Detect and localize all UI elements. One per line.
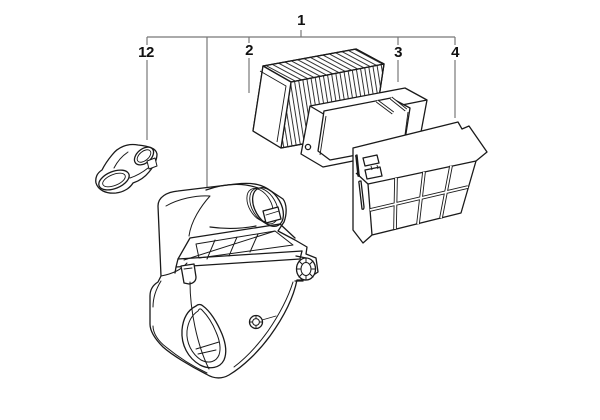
grid-cover-latch — [362, 154, 383, 180]
callout-label-1[interactable]: 1 — [295, 12, 307, 29]
boot-silhouette — [95, 143, 158, 194]
lower-body-details — [152, 280, 294, 374]
teardrop-opening-inner — [186, 308, 221, 363]
boot-clamp-tab — [146, 157, 158, 170]
grid-cover-latch-stem — [370, 164, 379, 171]
grid-cover-slot-upper — [355, 154, 360, 177]
intake-duct — [205, 183, 285, 229]
callout-label-3[interactable]: 3 — [392, 44, 404, 61]
frame-pin — [304, 143, 312, 151]
callout-label-2[interactable]: 2 — [243, 42, 255, 59]
filter-end-cap — [252, 65, 292, 149]
bushing-mount — [294, 255, 317, 282]
grid-lattice — [369, 165, 469, 230]
cover-dome-line — [165, 195, 211, 237]
intake-boot-drawing — [95, 143, 158, 194]
frame-divider-bars — [375, 96, 408, 115]
grid-cover-drawing — [352, 121, 488, 244]
filter-end-cap-inner — [259, 70, 287, 143]
callout-label-12[interactable]: 12 — [136, 44, 156, 61]
housing-silhouette — [149, 182, 319, 379]
filter-seat — [174, 223, 303, 285]
housing-drawing — [149, 182, 319, 379]
grid-cover-slot-lower — [358, 180, 365, 210]
duct-clamp-tab — [262, 206, 282, 224]
boot-lower-flange — [98, 169, 130, 191]
teardrop-opening-outer — [181, 303, 227, 369]
callout-label-4[interactable]: 4 — [449, 44, 461, 61]
boot-fold-lines — [113, 151, 149, 179]
